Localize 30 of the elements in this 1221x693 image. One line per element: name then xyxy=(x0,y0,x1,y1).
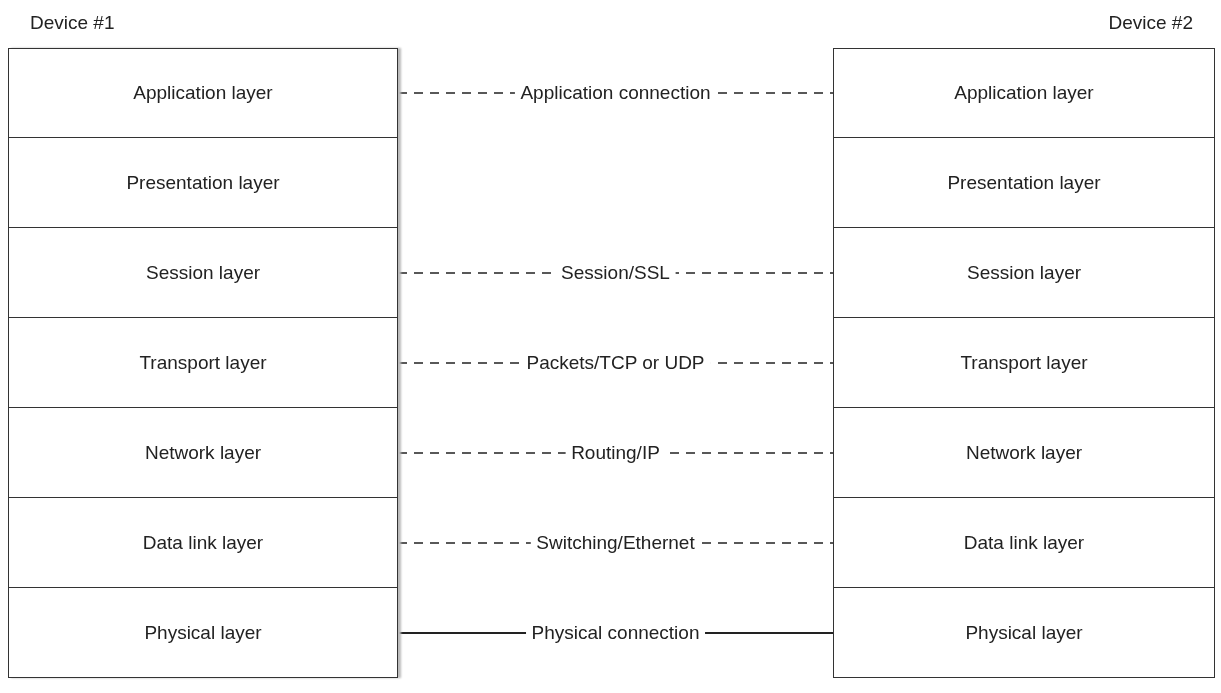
layer-label: Presentation layer xyxy=(126,171,280,194)
layer-label: Physical layer xyxy=(965,621,1083,644)
layer-label: Data link layer xyxy=(963,531,1085,554)
layer-box xyxy=(8,227,398,318)
layer-label: Data link layer xyxy=(142,531,264,554)
layer-box xyxy=(833,137,1215,228)
layer-label: Application layer xyxy=(133,82,273,104)
layer-box xyxy=(8,137,398,228)
device-heading: Device #2 xyxy=(1108,12,1193,34)
layer-box xyxy=(833,407,1215,498)
device-heading: Device #1 xyxy=(30,12,115,34)
layer-box xyxy=(833,48,1215,138)
layer-box xyxy=(833,317,1215,408)
layer-box xyxy=(8,407,398,498)
layer-label: Application layer xyxy=(954,82,1094,104)
layer-label: Presentation layer xyxy=(947,171,1101,194)
layer-label: Physical layer xyxy=(144,621,262,644)
layer-label: Network layer xyxy=(965,441,1083,464)
layer-label: Session layer xyxy=(145,261,261,284)
layer-box xyxy=(8,587,398,678)
layer-box xyxy=(8,497,398,588)
layer-box xyxy=(8,317,398,408)
layer-box xyxy=(8,48,398,138)
layer-box xyxy=(833,497,1215,588)
layer-label: Session layer xyxy=(966,261,1082,284)
layer-box xyxy=(833,587,1215,678)
layer-label: Transport layer xyxy=(960,351,1088,374)
layer-box xyxy=(833,227,1215,318)
layer-label: Transport layer xyxy=(139,351,267,374)
layer-label: Network layer xyxy=(144,441,262,464)
